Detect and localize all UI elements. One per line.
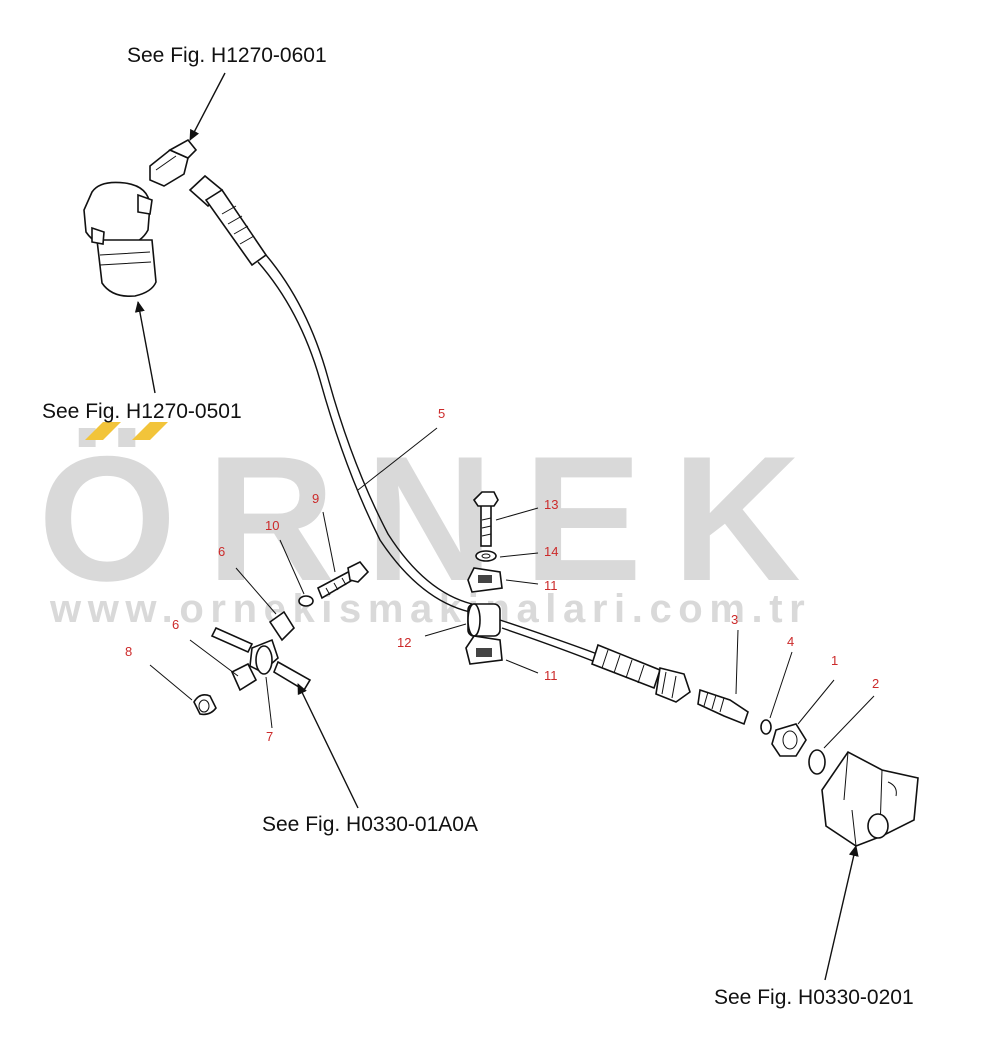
clamp-assembly (465, 491, 503, 665)
elbow-fitting (149, 138, 198, 187)
right-fittings (697, 688, 919, 847)
watermark: ÖRNEK www.ornekismakinalari.com.tr (38, 419, 811, 631)
left-fittings (193, 560, 370, 716)
callout-numbers: 5 9 10 6 6 8 7 13 14 11 12 11 3 4 1 2 (125, 406, 879, 744)
hose-assembly (188, 174, 691, 703)
callout-11b: 11 (544, 668, 558, 683)
callout-11a: 11 (544, 578, 558, 593)
callout-12: 12 (397, 635, 411, 650)
callout-6b: 6 (172, 617, 179, 632)
callout-8: 8 (125, 644, 132, 659)
watermark-accent-marks (85, 422, 168, 440)
callout-14: 14 (544, 544, 558, 559)
filter-assembly (83, 181, 157, 298)
callout-13: 13 (544, 497, 558, 512)
leader-lines (134, 72, 875, 981)
callout-1: 1 (831, 653, 838, 668)
callout-5: 5 (438, 406, 445, 421)
callout-4: 4 (787, 634, 794, 649)
ref-h0330-0201: See Fig. H0330-0201 (714, 986, 914, 1009)
callout-6a: 6 (218, 544, 225, 559)
callout-9: 9 (312, 491, 319, 506)
ref-h1270-0601: See Fig. H1270-0601 (127, 44, 327, 67)
ref-h1270-0501: See Fig. H1270-0501 (42, 400, 242, 423)
reference-labels: See Fig. H1270-0601 See Fig. H1270-0501 … (42, 44, 914, 1009)
ref-h0330-01a0a: See Fig. H0330-01A0A (262, 813, 478, 836)
callout-2: 2 (872, 676, 879, 691)
callout-7: 7 (266, 729, 273, 744)
callout-10: 10 (265, 518, 279, 533)
watermark-url: www.ornekismakinalari.com.tr (49, 587, 811, 631)
callout-3: 3 (731, 612, 738, 627)
